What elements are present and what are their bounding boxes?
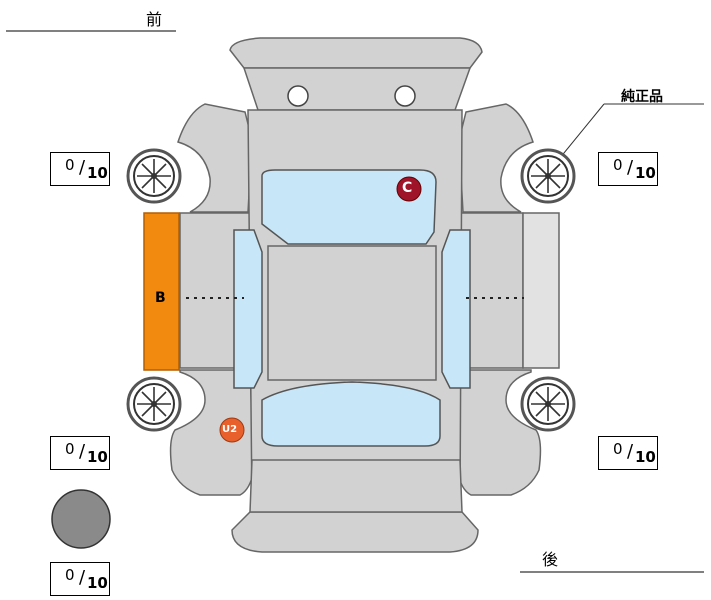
tire-score-right-front: 0 / 10 — [598, 152, 658, 186]
roof — [267, 245, 437, 381]
score-max: 10 — [87, 448, 108, 466]
score-max: 10 — [635, 448, 656, 466]
headlight-right — [394, 85, 416, 107]
right-side-panels — [456, 103, 560, 496]
score-max: 10 — [635, 164, 656, 182]
car-body — [229, 37, 483, 553]
glass-code-label: C — [402, 180, 413, 196]
score-slash: / — [79, 567, 86, 588]
score-value: 0 — [65, 566, 75, 584]
wheel-left-rear — [126, 376, 182, 432]
score-slash: / — [627, 157, 634, 178]
rear-window — [261, 381, 441, 447]
score-max: 10 — [87, 574, 108, 592]
window-right — [441, 229, 471, 389]
rear-label: 後 — [542, 550, 559, 569]
left-side-panels — [169, 103, 255, 496]
front-label: 前 — [146, 10, 163, 29]
wheel-right-rear — [520, 376, 576, 432]
tire-score-left-front: 0 / 10 — [50, 152, 110, 186]
tire-score-right-rear: 0 / 10 — [598, 436, 658, 470]
dent-code-label: U2 — [222, 424, 238, 435]
score-value: 0 — [65, 156, 75, 174]
score-value: 0 — [613, 156, 623, 174]
headlight-left — [287, 85, 309, 107]
genuine-leader — [554, 103, 605, 165]
score-value: 0 — [613, 440, 623, 458]
wheel-right-front — [520, 148, 576, 204]
tire-score-left-rear: 0 / 10 — [50, 436, 110, 470]
score-slash: / — [79, 157, 86, 178]
panel-code-label: B — [155, 290, 166, 306]
score-slash: / — [79, 441, 86, 462]
spare-tire — [51, 489, 111, 549]
window-left — [233, 229, 263, 389]
tire-score-spare: 0 / 10 — [50, 562, 110, 596]
genuine-label: 純正品 — [621, 89, 663, 105]
score-max: 10 — [87, 164, 108, 182]
wheel-left-front — [126, 148, 182, 204]
score-value: 0 — [65, 440, 75, 458]
score-slash: / — [627, 441, 634, 462]
